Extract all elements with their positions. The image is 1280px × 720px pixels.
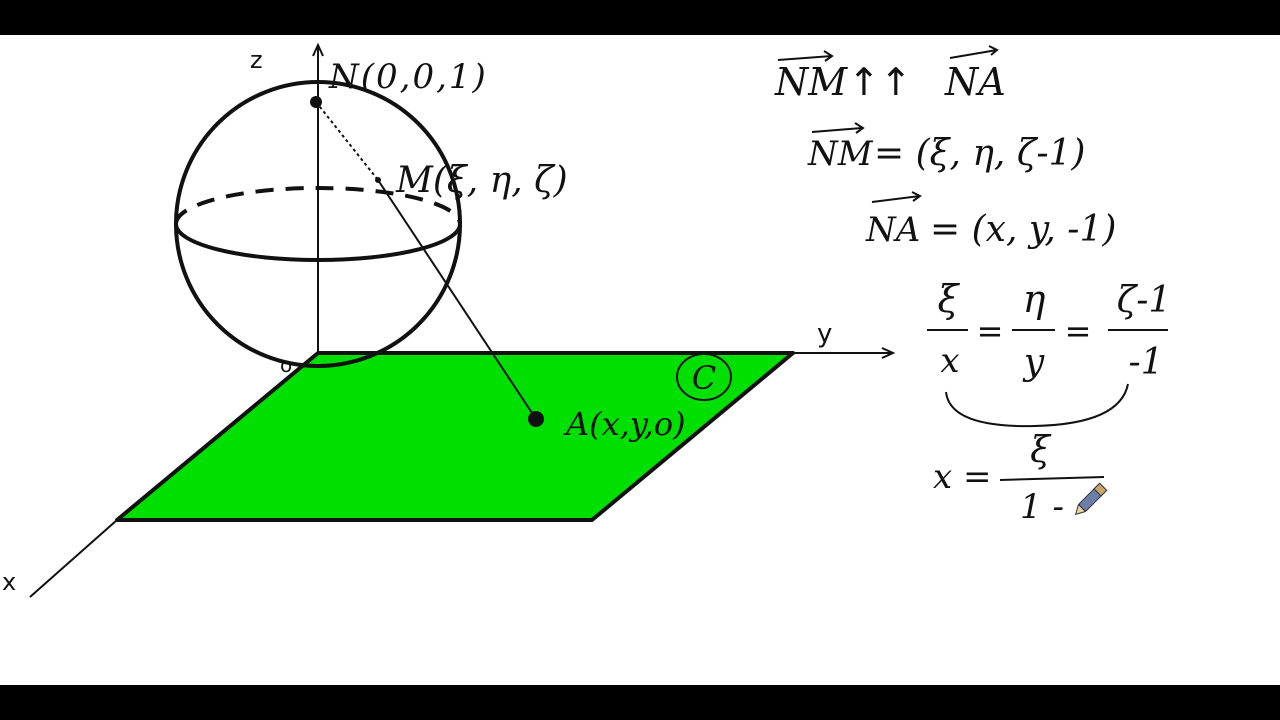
plane-label-circle [676,353,732,401]
result-equation: x = ξ 1 - [933,430,1105,527]
nm-vector-label: NM [807,134,874,174]
sphere-equator-back [174,186,462,225]
sphere [174,80,462,368]
na-vector-equation: NA = (x, y, -1) [865,191,1116,250]
codirectional-symbol: ↑↑ [848,60,912,104]
ratio-frac2-numerator: η [1023,277,1046,321]
codirectional-statement: NM ↑↑ NA [774,45,1006,104]
ratio-equation: ξ x = η y = ζ-1 -1 [927,277,1172,428]
north-pole-point [310,96,322,108]
sphere-point-label: M(ξ, η, ζ) [395,160,568,201]
x-axis [29,519,118,598]
ratio-frac3-numerator: ζ-1 [1117,280,1172,321]
result-denominator: 1 - [1020,487,1064,527]
na-vector-arrow [871,195,921,203]
nm-vector-equation: NM = (ξ, η, ζ-1) [807,122,1085,174]
vector-na-arrowhead [988,45,999,56]
y-axis-label: y [817,319,832,349]
vector-nm-arrow [777,55,833,61]
axes [29,42,896,598]
sphere-point-m [375,177,381,183]
projection-line [377,179,537,420]
y-axis-arrow [881,347,896,359]
north-pole-label: N(0,0,1) [328,57,488,97]
na-components: = (x, y, -1) [930,209,1116,250]
nm-components: = (ξ, η, ζ-1) [874,133,1085,174]
ratio-frac1-numerator: ξ [938,277,961,321]
na-vector-label: NA [865,210,920,250]
nm-vector-arrow [811,127,863,133]
sphere-equator-front [174,223,462,262]
vector-nm-arrowhead [823,50,834,62]
result-numerator: ξ [1030,430,1052,471]
ratio-frac1-denominator: x [940,341,959,381]
ratio-frac3-denominator: -1 [1128,342,1163,383]
plane-point-a [528,411,544,427]
x-axis-label: x [2,568,16,596]
z-axis-label: z [250,46,263,74]
ratio-frac2-denominator: y [1022,342,1045,383]
ratio-equals-2: = [1065,312,1092,350]
projection-line-hidden [315,101,379,181]
ratio-grouping-bracket [945,383,1129,428]
pen-cursor-icon [1074,482,1108,516]
plane-label: C [692,359,716,397]
nm-vector-arrowhead [854,122,865,134]
ratio-equals-1: = [977,312,1004,350]
vector-na-name: NA [944,60,1006,104]
plane-point-label: A(x,y,o) [563,405,686,443]
vector-na-arrow [949,49,998,59]
result-lhs: x = [933,457,991,497]
result-fraction-bar [999,476,1105,481]
na-vector-arrowhead [911,191,922,202]
origin-label: o [280,353,292,377]
z-axis-arrow [312,42,324,57]
vector-nm-name: NM [774,60,848,104]
